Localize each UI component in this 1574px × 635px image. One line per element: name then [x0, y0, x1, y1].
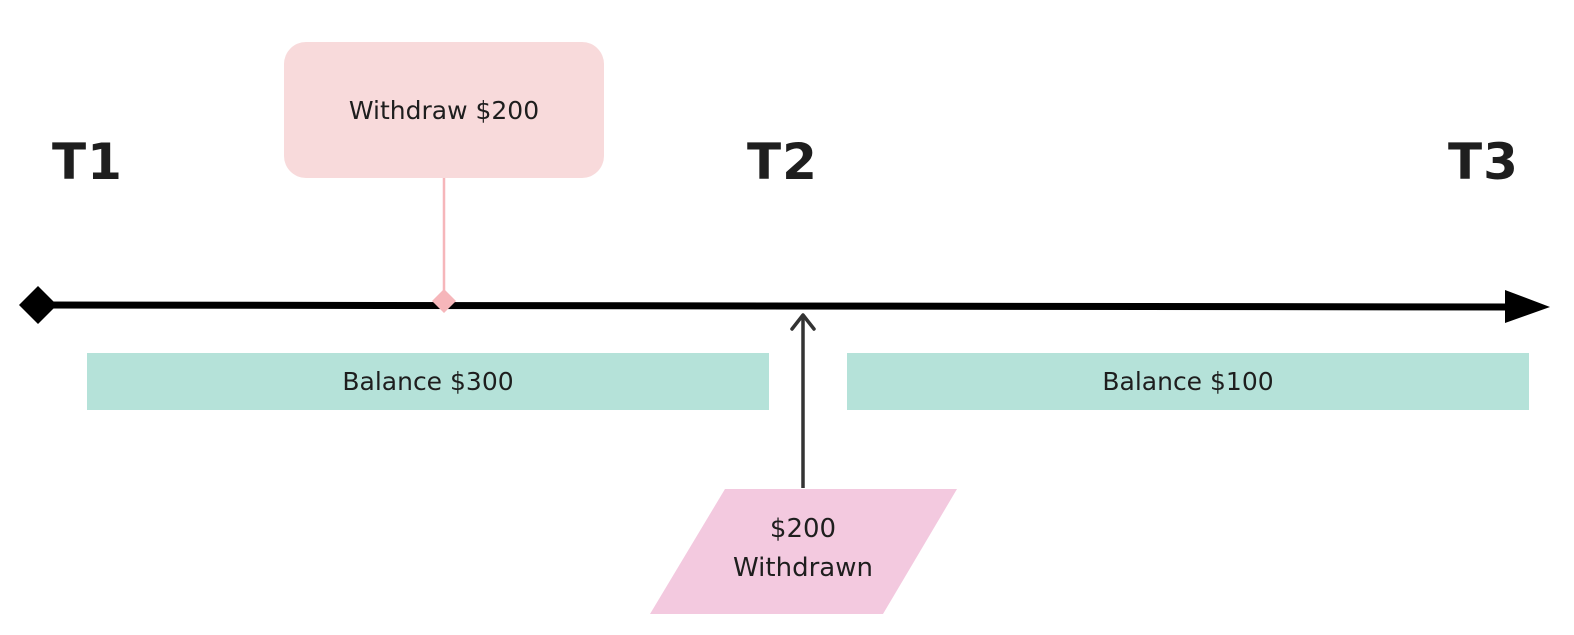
balance-after-label: Balance $100 [1102, 367, 1274, 396]
withdrawn-label: $200 Withdrawn [690, 510, 916, 588]
withdraw-event-box: Withdraw $200 [284, 42, 604, 178]
balance-before-label: Balance $300 [342, 367, 514, 396]
balance-bar-before: Balance $300 [87, 353, 769, 410]
time-marker-t1: T1 [52, 133, 123, 191]
time-marker-t2: T2 [747, 133, 818, 191]
timeline-end-arrowhead [1505, 290, 1550, 323]
withdrawn-arrowhead [790, 313, 816, 331]
balance-bar-after: Balance $100 [847, 353, 1529, 410]
event-connector-diamond [432, 289, 456, 313]
timeline-start-diamond [19, 286, 57, 324]
withdraw-event-label: Withdraw $200 [348, 95, 540, 125]
time-marker-t3: T3 [1448, 133, 1519, 191]
withdrawn-word: Withdrawn [733, 553, 873, 583]
withdrawn-parallelogram [650, 489, 957, 614]
timeline-axis [37, 301, 1516, 311]
withdrawn-amount: $200 [769, 514, 837, 544]
